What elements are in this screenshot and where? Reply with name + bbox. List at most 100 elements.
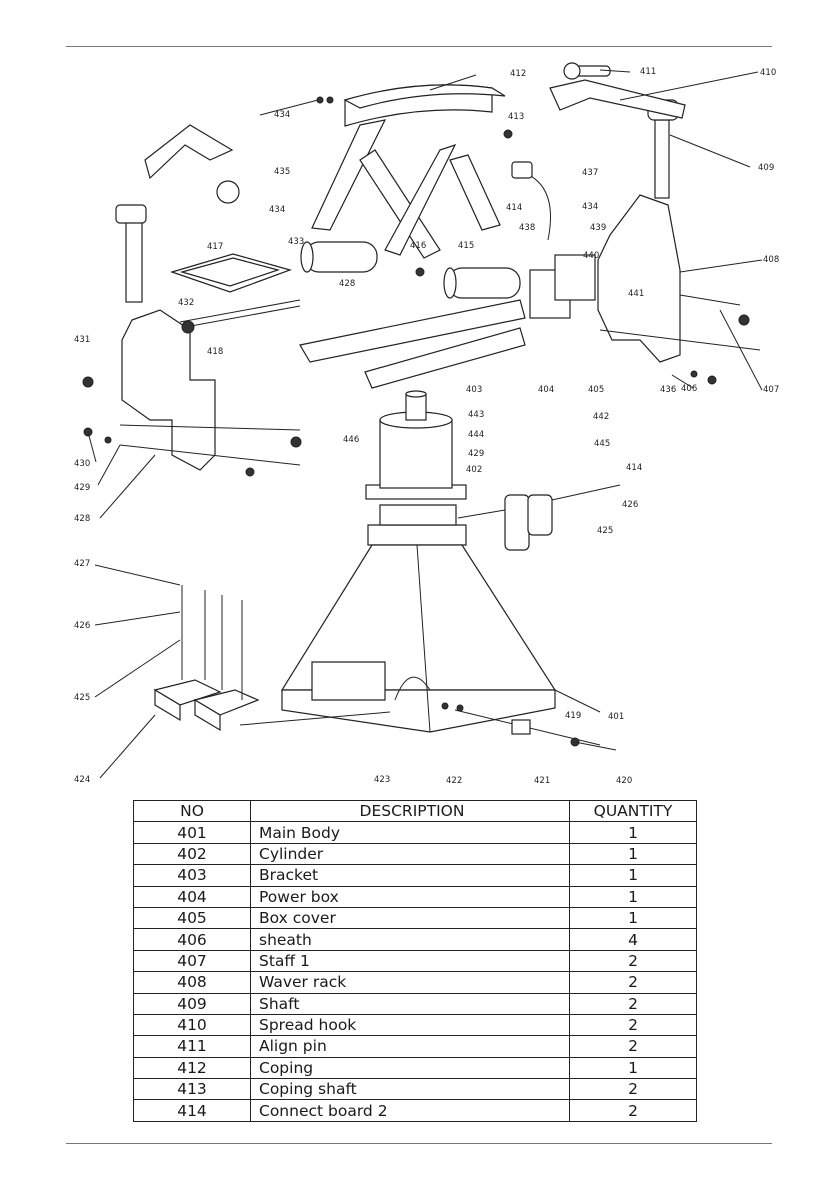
callout-413: 413 xyxy=(508,112,524,122)
footer-rule xyxy=(66,1143,772,1144)
cell-no: 409 xyxy=(133,992,251,1015)
cell-quantity: 2 xyxy=(569,1013,697,1037)
callout-442: 442 xyxy=(593,412,609,422)
callout-406: 406 xyxy=(681,384,697,394)
cell-no: 414 xyxy=(133,1099,251,1122)
callout-417: 417 xyxy=(207,242,223,252)
cell-quantity: 1 xyxy=(569,1056,697,1080)
callout-434-b: 434 xyxy=(269,205,285,215)
callout-409: 409 xyxy=(758,163,774,173)
callout-415: 415 xyxy=(458,241,474,251)
callout-414: 414 xyxy=(506,203,522,213)
column-header-description: DESCRIPTION xyxy=(250,799,570,823)
callout-422: 422 xyxy=(446,776,462,786)
cell-quantity: 2 xyxy=(569,992,697,1015)
callout-439: 439 xyxy=(590,223,606,233)
callout-420: 420 xyxy=(616,776,632,786)
cell-description: Spread hook xyxy=(250,1013,570,1037)
cell-no: 401 xyxy=(133,821,251,844)
cell-no: 406 xyxy=(133,928,251,951)
callout-labels: 401 402 403 404 405 406 407 408 409 410 … xyxy=(74,67,779,786)
callout-434: 434 xyxy=(274,110,290,120)
left-rack-drawing xyxy=(115,124,301,471)
callout-419: 419 xyxy=(565,711,581,721)
cell-description: Align pin xyxy=(250,1035,570,1058)
callout-435: 435 xyxy=(274,167,290,177)
cell-quantity: 1 xyxy=(569,885,697,908)
cell-description: Coping xyxy=(250,1056,570,1080)
callout-421: 421 xyxy=(534,776,550,786)
callout-412: 412 xyxy=(510,69,526,79)
callout-425: 425 xyxy=(74,693,90,703)
cell-quantity: 1 xyxy=(569,906,697,930)
callout-441: 441 xyxy=(628,289,644,299)
callout-404: 404 xyxy=(538,385,554,395)
cell-no: 408 xyxy=(133,971,251,994)
callout-418: 418 xyxy=(207,347,223,357)
coping-drawing xyxy=(311,84,506,259)
cell-description: Cylinder xyxy=(250,842,570,866)
cell-quantity: 1 xyxy=(569,842,697,866)
column-header-no: NO xyxy=(133,799,251,823)
column-header-quantity: QUANTITY xyxy=(569,799,697,823)
callout-428: 428 xyxy=(74,514,90,524)
callout-433: 433 xyxy=(288,237,304,247)
callout-401: 401 xyxy=(608,712,624,722)
cell-quantity: 2 xyxy=(569,1035,697,1058)
cell-description: Shaft xyxy=(250,992,570,1015)
rollers-drawing xyxy=(170,241,526,389)
callout-429: 429 xyxy=(74,483,90,493)
callout-424: 424 xyxy=(74,775,90,785)
cell-description: Connect board 2 xyxy=(250,1099,570,1122)
cell-no: 407 xyxy=(133,949,251,973)
cell-description: sheath xyxy=(250,928,570,951)
cell-quantity: 2 xyxy=(569,949,697,973)
cell-quantity: 2 xyxy=(569,1078,697,1101)
cell-no: 402 xyxy=(133,842,251,866)
cell-no: 413 xyxy=(133,1078,251,1101)
cell-no: 404 xyxy=(133,885,251,908)
cell-no: 405 xyxy=(133,906,251,930)
cell-quantity: 4 xyxy=(569,928,697,951)
callout-416: 416 xyxy=(410,241,426,251)
cell-description: Staff 1 xyxy=(250,949,570,973)
cell-quantity: 2 xyxy=(569,971,697,994)
cell-description: Box cover xyxy=(250,906,570,930)
callout-443: 443 xyxy=(468,410,484,420)
callout-437: 437 xyxy=(582,168,598,178)
callout-429-b: 429 xyxy=(468,449,484,459)
callout-440: 440 xyxy=(583,251,599,261)
callout-402: 402 xyxy=(466,465,482,475)
callout-427: 427 xyxy=(74,559,90,569)
callout-434-c: 434 xyxy=(582,202,598,212)
callout-426-b: 426 xyxy=(622,500,638,510)
leader-lines xyxy=(87,69,763,779)
cell-description: Power box xyxy=(250,885,570,908)
callout-431: 431 xyxy=(74,335,90,345)
callout-430: 430 xyxy=(74,459,90,469)
cell-description: Main Body xyxy=(250,821,570,844)
exploded-parts-diagram: 401 402 403 404 405 406 407 408 409 410 … xyxy=(74,62,779,786)
header-rule xyxy=(66,46,772,47)
callout-414-b: 414 xyxy=(626,463,642,473)
cell-no: 410 xyxy=(133,1013,251,1037)
callout-426: 426 xyxy=(74,621,90,631)
callout-432: 432 xyxy=(178,298,194,308)
cell-description: Coping shaft xyxy=(250,1078,570,1101)
cell-quantity: 1 xyxy=(569,821,697,844)
callout-444: 444 xyxy=(468,430,484,440)
